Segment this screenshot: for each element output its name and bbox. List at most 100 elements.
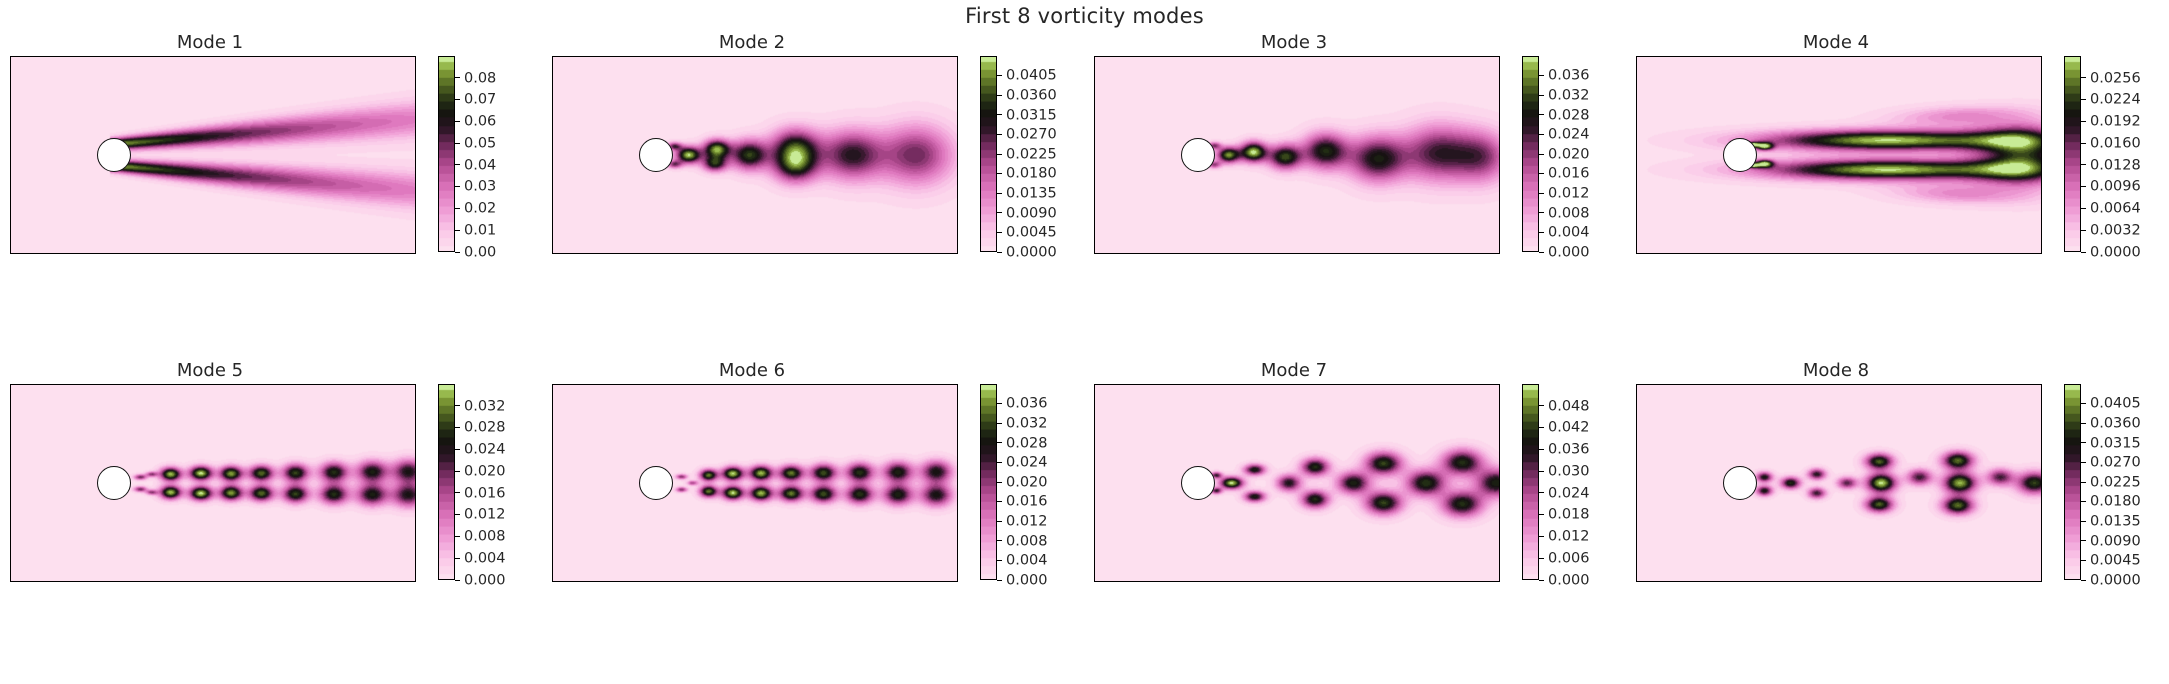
- tick-mark: [997, 403, 1002, 405]
- tick-mark: [1539, 470, 1544, 472]
- tick-label: 0.0000: [2090, 244, 2141, 261]
- colorbar-gradient: [2064, 384, 2081, 580]
- vorticity-field: [1637, 57, 2041, 253]
- figure-title: First 8 vorticity modes: [965, 4, 1204, 28]
- colorbar-gradient: [2064, 56, 2081, 252]
- tick-mark: [997, 133, 1002, 135]
- tick-mark: [997, 540, 1002, 542]
- tick-mark: [997, 520, 1002, 522]
- tick-label: 0.02: [464, 200, 497, 217]
- tick-mark: [997, 501, 1002, 503]
- tick-mark: [455, 99, 460, 101]
- tick-label: 0.0090: [2090, 533, 2141, 550]
- tick-mark: [455, 251, 460, 253]
- tick-label: 0.032: [1006, 415, 1048, 432]
- tick-label: 0.032: [1548, 87, 1590, 104]
- tick-label: 0.0270: [2090, 454, 2141, 471]
- tick-mark: [1539, 173, 1544, 175]
- field-axes: [552, 56, 958, 254]
- vorticity-field: [1637, 385, 2041, 581]
- tick-mark: [997, 461, 1002, 463]
- tick-label: 0.028: [464, 419, 506, 436]
- tick-mark: [1539, 212, 1544, 214]
- panel-title: Mode 6: [718, 360, 786, 381]
- cylinder-marker: [1723, 138, 1758, 172]
- panel-title: Mode 2: [718, 32, 786, 53]
- tick-label: 0.030: [1548, 463, 1590, 480]
- tick-label: 0.024: [1006, 454, 1048, 471]
- tick-mark: [2081, 579, 2086, 581]
- tick-label: 0.0064: [2090, 200, 2141, 217]
- tick-label: 0.008: [464, 528, 506, 545]
- tick-mark: [455, 579, 460, 581]
- tick-label: 0.028: [1548, 107, 1590, 124]
- tick-mark: [2081, 142, 2086, 144]
- tick-mark: [1539, 75, 1544, 77]
- tick-label: 0.018: [1548, 506, 1590, 523]
- tick-mark: [1539, 427, 1544, 429]
- panel-title: Mode 5: [176, 360, 244, 381]
- tick-mark: [455, 142, 460, 144]
- tick-label: 0.0128: [2090, 157, 2141, 174]
- tick-mark: [2081, 120, 2086, 122]
- cylinder-marker: [1181, 138, 1216, 172]
- vorticity-field: [553, 385, 957, 581]
- field-axes: [1636, 56, 2042, 254]
- vorticity-field: [11, 385, 415, 581]
- tick-label: 0.06: [464, 113, 497, 130]
- tick-mark: [997, 212, 1002, 214]
- tick-mark: [997, 192, 1002, 194]
- tick-mark: [997, 231, 1002, 233]
- tick-label: 0.000: [1548, 244, 1590, 261]
- tick-mark: [1539, 579, 1544, 581]
- tick-mark: [2081, 99, 2086, 101]
- vorticity-field: [11, 57, 415, 253]
- tick-label: 0.016: [464, 485, 506, 502]
- tick-label: 0.004: [1006, 552, 1048, 569]
- tick-label: 0.000: [464, 572, 506, 589]
- tick-mark: [2081, 229, 2086, 231]
- field-axes: [10, 56, 416, 254]
- cylinder-marker: [97, 138, 132, 172]
- colorbar-gradient: [1522, 384, 1539, 580]
- tick-label: 0.0360: [2090, 415, 2141, 432]
- tick-label: 0.0256: [2090, 70, 2141, 87]
- tick-mark: [455, 514, 460, 516]
- colorbar-gradient: [980, 56, 997, 252]
- tick-label: 0.016: [1006, 493, 1048, 510]
- tick-mark: [2081, 207, 2086, 209]
- tick-mark: [2081, 403, 2086, 405]
- tick-mark: [2081, 77, 2086, 79]
- tick-mark: [2081, 442, 2086, 444]
- tick-mark: [2081, 501, 2086, 503]
- tick-mark: [455, 470, 460, 472]
- field-axes: [552, 384, 958, 582]
- tick-label: 0.00: [464, 244, 497, 261]
- tick-mark: [997, 114, 1002, 116]
- panel-title: Mode 4: [1802, 32, 1870, 53]
- tick-label: 0.04: [464, 157, 497, 174]
- tick-mark: [2081, 520, 2086, 522]
- tick-label: 0.012: [1548, 185, 1590, 202]
- tick-mark: [1539, 405, 1544, 407]
- tick-label: 0.032: [464, 398, 506, 415]
- tick-label: 0.0135: [2090, 513, 2141, 530]
- tick-mark: [997, 153, 1002, 155]
- tick-label: 0.0405: [1006, 67, 1057, 84]
- tick-mark: [1539, 133, 1544, 135]
- tick-mark: [997, 251, 1002, 253]
